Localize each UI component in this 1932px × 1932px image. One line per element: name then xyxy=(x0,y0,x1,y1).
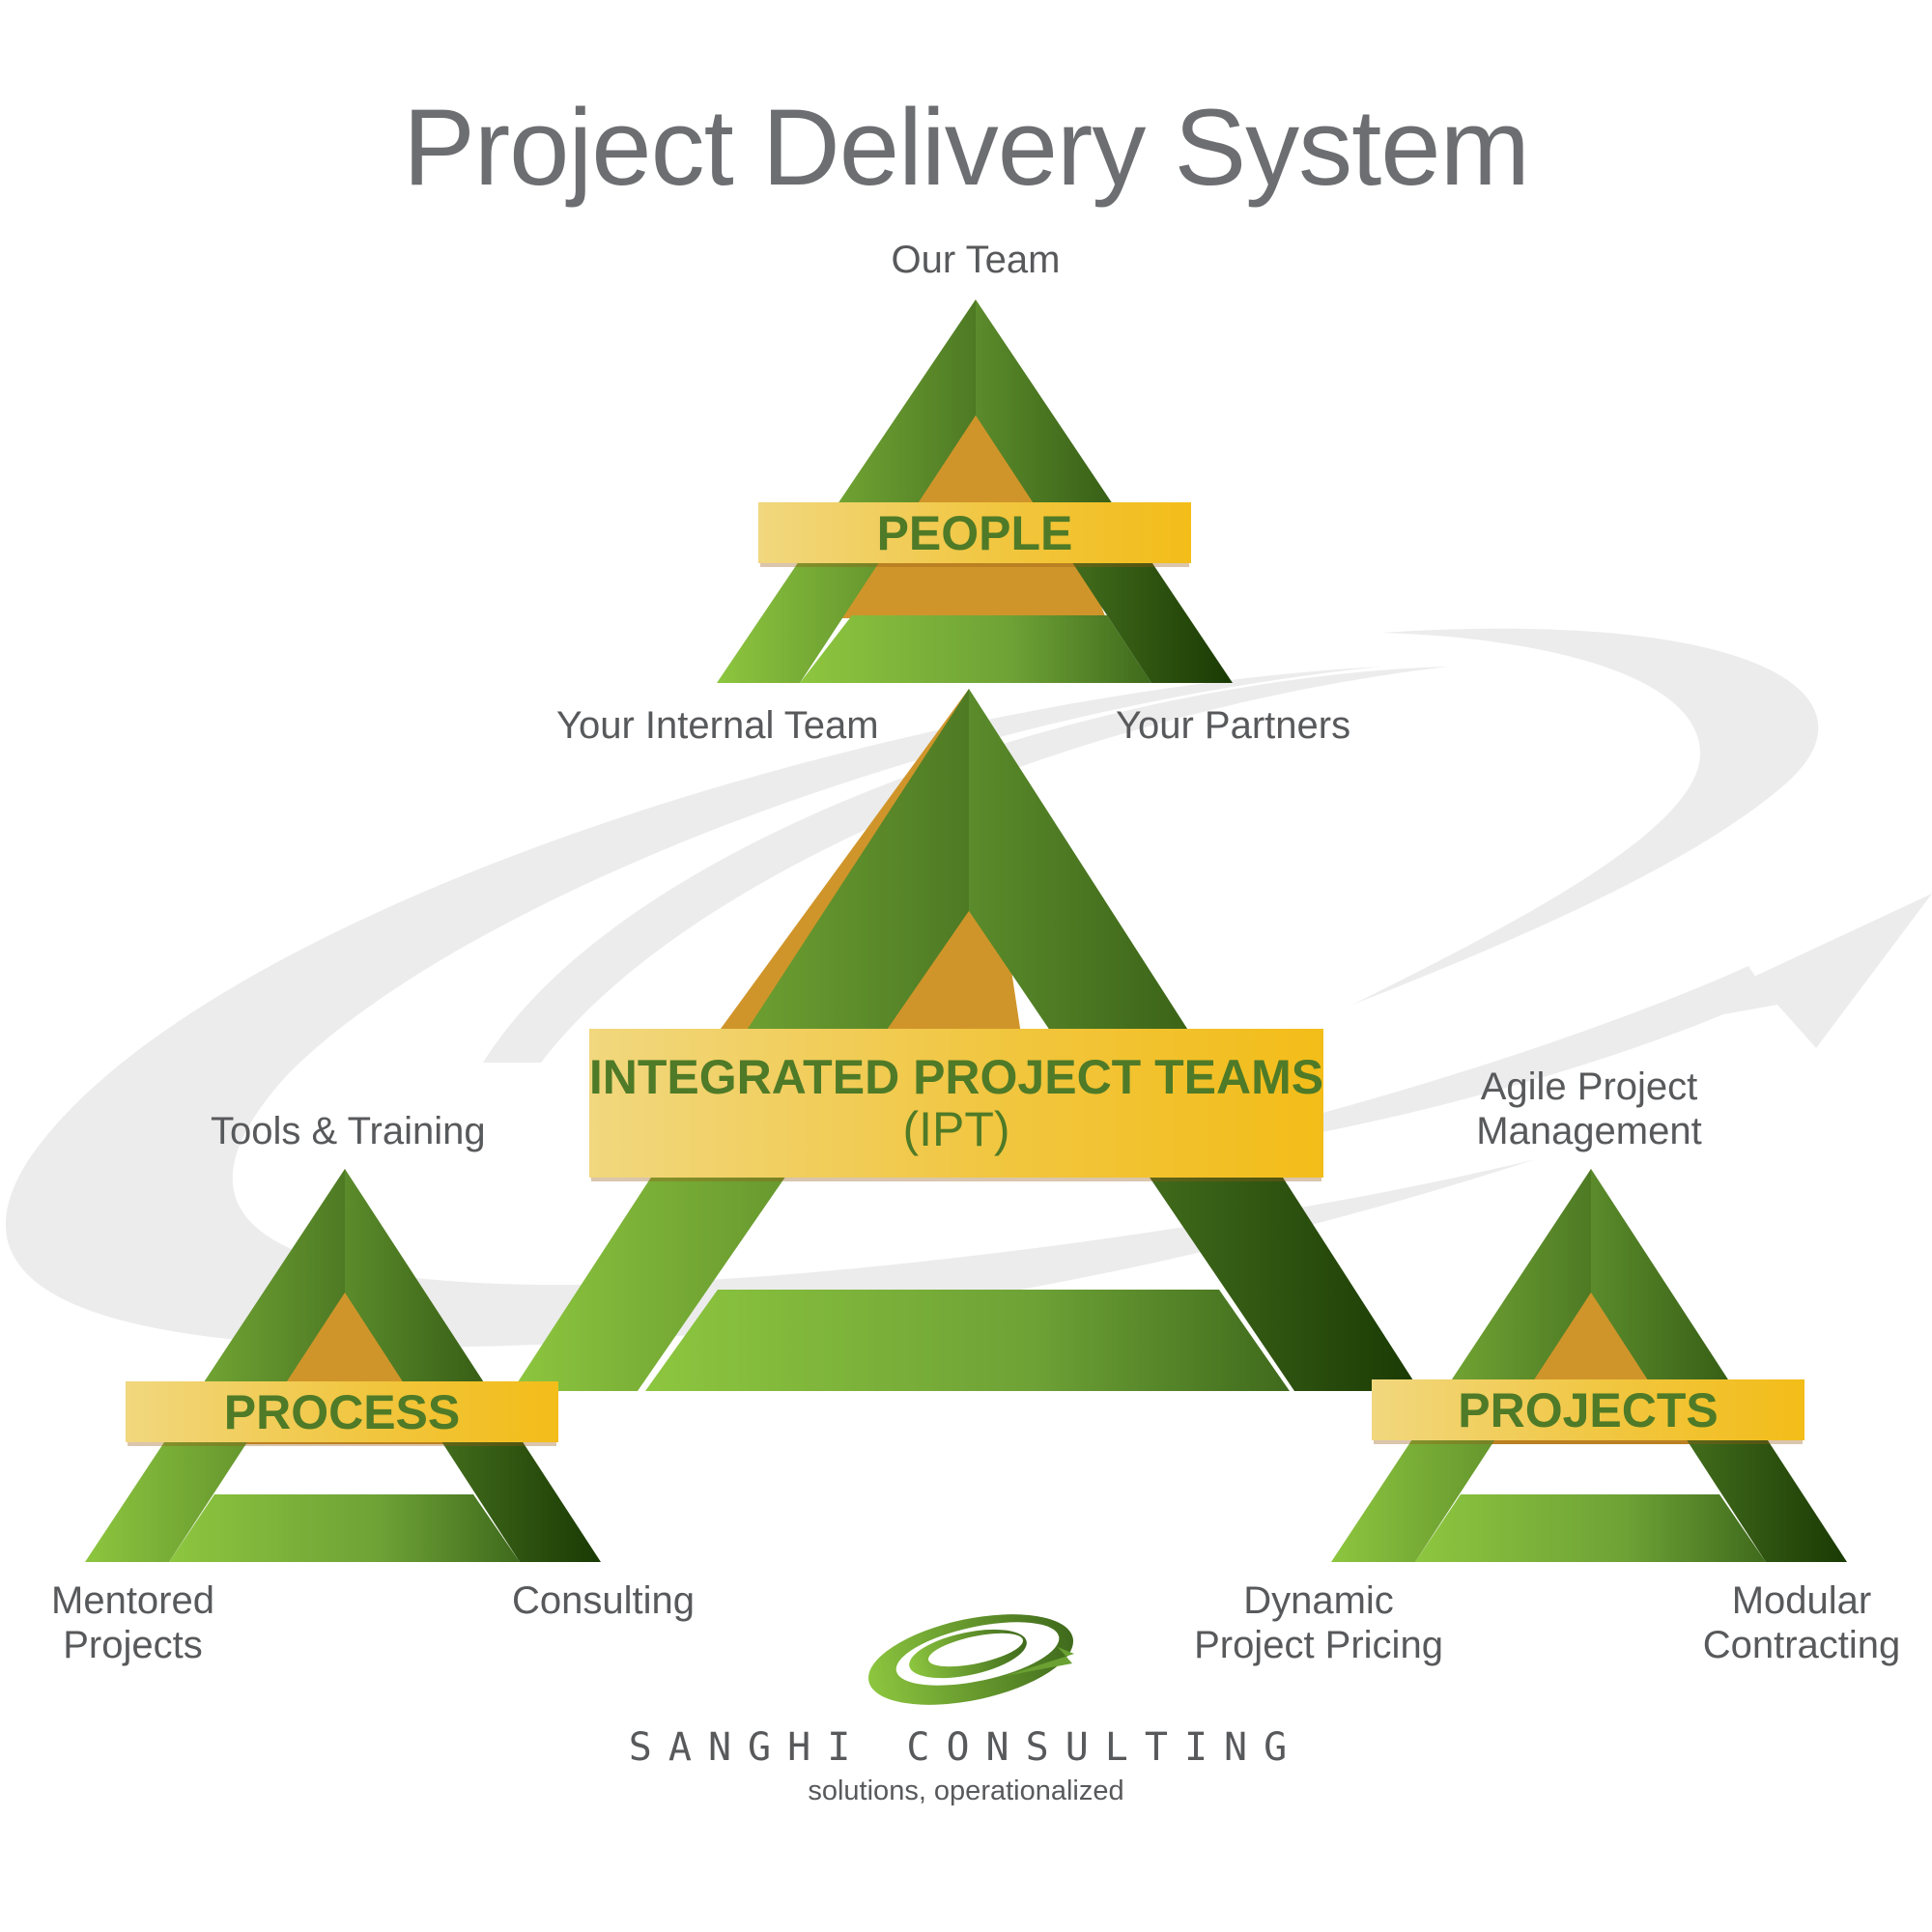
people-band-label: PEOPLE xyxy=(876,505,1073,560)
brand-name: SANGHI CONSULTING xyxy=(628,1725,1304,1770)
label-tools-training: Tools & Training xyxy=(211,1110,486,1152)
label-mentored-line2: Projects xyxy=(63,1624,203,1666)
label-modular-contracting: Modular Contracting xyxy=(1686,1578,1918,1667)
label-dynamic-line1: Dynamic xyxy=(1243,1579,1394,1622)
brand-tagline: solutions, operationalized xyxy=(808,1776,1124,1806)
label-your-partners: Your Partners xyxy=(1116,704,1351,747)
projects-band-label: PROJECTS xyxy=(1458,1382,1719,1437)
label-consulting: Consulting xyxy=(512,1579,696,1622)
label-our-team: Our Team xyxy=(891,239,1061,281)
label-dynamic-project-pricing: Dynamic Project Pricing xyxy=(1179,1578,1459,1667)
label-dynamic-line2: Project Pricing xyxy=(1194,1624,1443,1666)
label-agile-project-management: Agile Project Management xyxy=(1444,1065,1734,1153)
label-your-internal-team: Your Internal Team xyxy=(556,704,879,747)
label-modular-line2: Contracting xyxy=(1702,1624,1901,1666)
ipt-band-subtitle: (IPT) xyxy=(902,1102,1010,1156)
projects-triangle xyxy=(1331,1169,1847,1562)
ipt-band-title: INTEGRATED PROJECT TEAMS xyxy=(588,1050,1324,1104)
process-band: PROCESS xyxy=(126,1381,558,1442)
label-agile-line2: Management xyxy=(1476,1110,1702,1152)
background-swoosh xyxy=(5,628,1932,1348)
label-mentored-line1: Mentored xyxy=(51,1579,214,1622)
people-band: PEOPLE xyxy=(758,502,1191,563)
sanghi-logo-mark xyxy=(867,1614,1074,1705)
process-triangle xyxy=(85,1169,601,1562)
page-title: Project Delivery System xyxy=(403,87,1530,208)
label-agile-line1: Agile Project xyxy=(1480,1065,1698,1108)
ipt-band: INTEGRATED PROJECT TEAMS (IPT) xyxy=(589,1029,1323,1178)
label-modular-line1: Modular xyxy=(1731,1579,1872,1622)
label-mentored-projects: Mentored Projects xyxy=(29,1578,237,1667)
projects-band: PROJECTS xyxy=(1372,1379,1804,1440)
people-triangle xyxy=(717,299,1233,683)
process-band-label: PROCESS xyxy=(223,1384,461,1439)
